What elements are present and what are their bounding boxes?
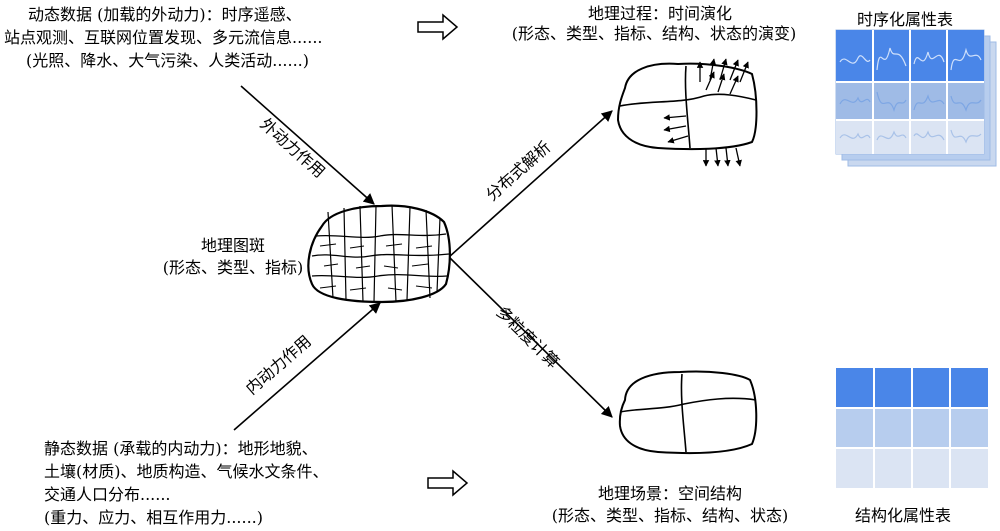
scene-title: 地理场景：空间结构 [597,484,742,503]
static-data-line4: (重力、应力、相互作用力......) [44,508,264,527]
geographic-scene-icon [618,370,758,455]
static-data-line2: 土壤(材质)、地质构造、气候水文条件、 [44,462,329,481]
multi-granularity-label: 多粒度计算 [493,302,563,372]
temporal-attribute-table-icon [835,29,997,167]
internal-force-arrow [233,302,381,431]
dynamic-data-line3: (光照、降水、大气污染、人类活动......) [26,51,310,70]
temporal-table-label: 时序化属性表 [857,10,954,29]
structured-table-label: 结构化属性表 [855,506,952,525]
process-title: 地理过程：时间演化 [587,4,732,23]
hollow-arrow-bottom [427,469,469,497]
patch-subtitle: (形态、类型、指标) [162,258,304,277]
hollow-arrow-top [417,13,459,41]
internal-force-label: 内动力作用 [242,331,315,398]
scene-subtitle: (形态、类型、指标、结构、状态) [551,506,789,525]
distributed-analysis-arrow [448,110,613,258]
geographic-patch-icon [307,204,451,304]
process-subtitle: (形态、类型、指标、结构、状态的演变) [511,24,797,43]
geographic-process-icon [616,58,758,167]
dynamic-data-line1: 动态数据 (加载的外动力)：时序遥感、 [28,5,302,24]
external-force-arrow [240,85,375,205]
structured-attribute-table-icon [836,368,988,488]
multi-granularity-arrow [448,256,613,418]
patch-title: 地理图斑 [200,236,265,255]
dynamic-data-line2: 站点观测、互联网位置发现、多元流信息...... [4,28,323,47]
static-data-line1: 静态数据 (承载的内动力)：地形地貌、 [44,439,318,458]
external-force-label: 外动力作用 [256,114,328,181]
static-data-line3: 交通人口分布...... [44,485,171,504]
